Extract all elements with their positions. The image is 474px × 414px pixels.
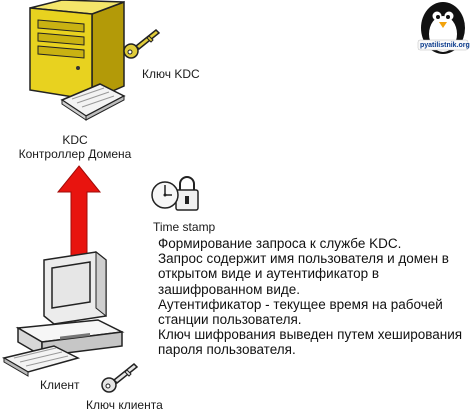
domain-controller-label: Контроллер Домена <box>18 147 132 161</box>
penguin-logo-icon <box>417 2 469 54</box>
client-key-icon <box>101 362 139 393</box>
client-computer-icon <box>2 250 125 377</box>
description-line: Формирование запроса к службе KDC. <box>158 236 402 251</box>
kdc-key-icon <box>123 28 161 59</box>
logo-text: pyatilistnik.org <box>420 42 470 49</box>
kdc-server-icon <box>29 0 126 121</box>
timestamp-icon <box>151 176 199 211</box>
timestamp-label: Time stamp <box>153 220 216 234</box>
description-line: Аутентификатор - текущее время на рабоче… <box>158 296 443 328</box>
client-key-label: Ключ клиента <box>86 398 163 412</box>
kdc-key-label: Ключ KDC <box>142 67 200 81</box>
description-line: Ключ шифрования выведен путем хешировани… <box>158 327 463 358</box>
request-arrow <box>56 165 102 259</box>
client-label: Клиент <box>40 378 80 392</box>
kdc-name-label: KDC <box>62 133 88 147</box>
description-line: Запрос содержит имя пользователя и домен… <box>158 251 449 297</box>
description-text: Формирование запроса к службе KDC. Запро… <box>158 236 470 358</box>
